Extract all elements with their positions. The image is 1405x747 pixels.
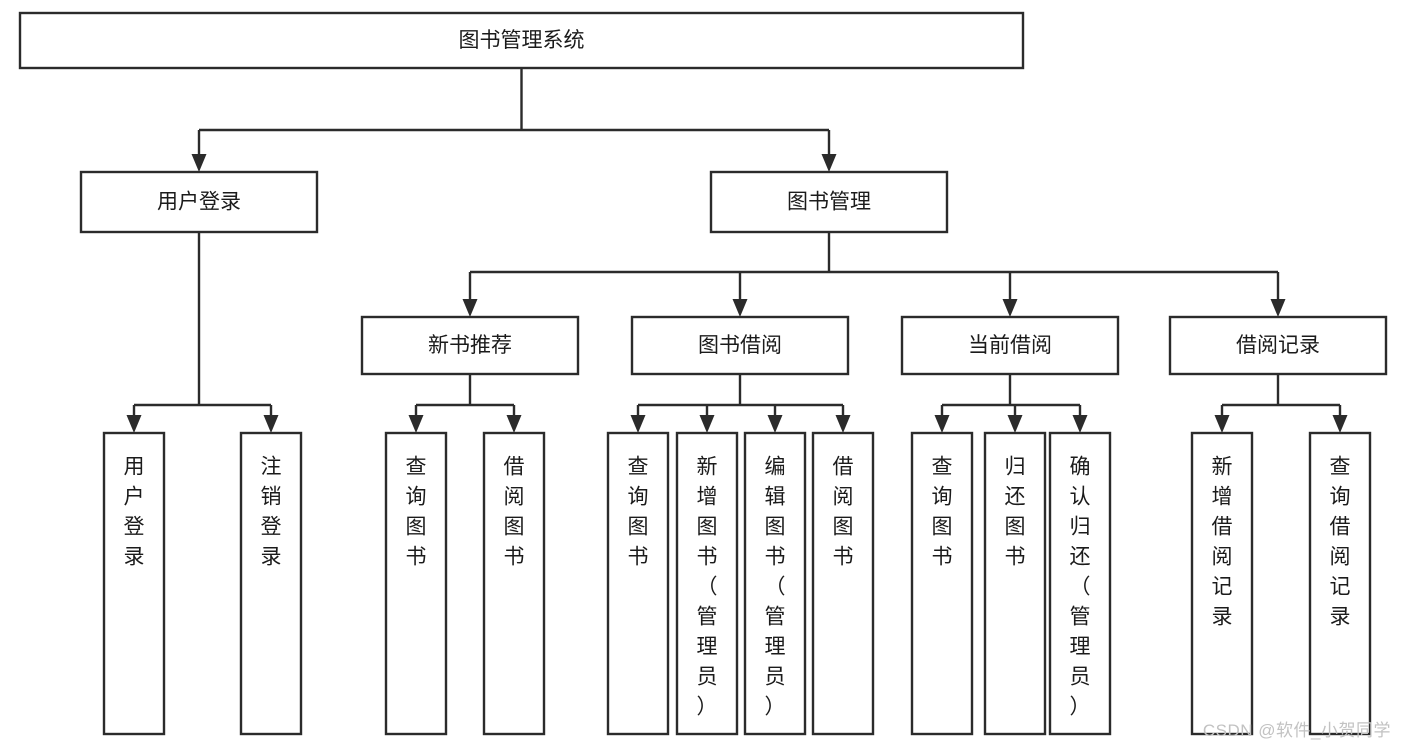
node-label-leaf-borrow-book: 借阅图书: [833, 456, 854, 569]
node-leaf-borrow-book-rec[interactable]: 借阅图书: [482, 431, 546, 736]
node-box-book-borrow: [630, 315, 850, 376]
node-box-leaf-user-login: [102, 431, 166, 736]
node-label-leaf-borrow-book-rec: 借阅图书: [504, 456, 525, 569]
arrow-head-leaf-edit-book-admin: [767, 415, 783, 433]
node-leaf-logout[interactable]: 注销登录: [239, 431, 303, 736]
node-box-book-management: [709, 170, 949, 234]
node-leaf-query-book-rec[interactable]: 查询图书: [384, 431, 448, 736]
arrow-head-leaf-confirm-return-admin: [1072, 415, 1088, 433]
node-box-leaf-edit-book-admin: [743, 431, 807, 736]
node-label-leaf-confirm-return-admin: 确认归还（管理员）: [1070, 456, 1091, 719]
node-leaf-edit-book-admin[interactable]: 编辑图书（管理员）: [743, 431, 807, 736]
node-label-leaf-logout: 注销登录: [261, 456, 282, 569]
node-label-leaf-add-book-admin: 新增图书（管理员）: [697, 456, 718, 719]
node-leaf-query-book-borrow[interactable]: 查询图书: [606, 431, 670, 736]
arrow-head-borrow-record: [1270, 299, 1286, 317]
node-box-leaf-add-book-admin: [675, 431, 739, 736]
nodes-layer: 图书管理系统用户登录图书管理新书推荐图书借阅当前借阅借阅记录用户登录注销登录查询…: [18, 11, 1388, 736]
node-box-leaf-query-book-rec: [384, 431, 448, 736]
arrow-head-leaf-borrow-book: [835, 415, 851, 433]
node-box-leaf-add-borrow-record: [1190, 431, 1254, 736]
node-label-leaf-edit-book-admin: 编辑图书（管理员）: [765, 456, 786, 719]
node-label-user-login: 用户登录: [157, 191, 241, 214]
arrow-head-leaf-query-book-cur: [934, 415, 950, 433]
node-label-leaf-query-book-rec: 查询图书: [406, 456, 427, 569]
node-label-leaf-user-login: 用户登录: [124, 456, 145, 569]
node-current-borrow[interactable]: 当前借阅: [900, 315, 1120, 376]
arrow-head-leaf-return-book: [1007, 415, 1023, 433]
node-box-leaf-query-borrow-record: [1308, 431, 1372, 736]
node-label-book-borrow: 图书借阅: [698, 334, 782, 357]
node-leaf-query-borrow-record[interactable]: 查询借阅记录: [1308, 431, 1372, 736]
node-leaf-borrow-book[interactable]: 借阅图书: [811, 431, 875, 736]
arrow-head-leaf-query-book-borrow: [630, 415, 646, 433]
node-new-book-recommend[interactable]: 新书推荐: [360, 315, 580, 376]
node-label-book-management: 图书管理: [787, 191, 871, 214]
node-box-leaf-borrow-book: [811, 431, 875, 736]
node-root[interactable]: 图书管理系统: [18, 11, 1025, 70]
node-borrow-record[interactable]: 借阅记录: [1168, 315, 1388, 376]
arrow-head-current-borrow: [1002, 299, 1018, 317]
arrow-head-leaf-logout: [263, 415, 279, 433]
node-box-leaf-query-book-borrow: [606, 431, 670, 736]
node-user-login[interactable]: 用户登录: [79, 170, 319, 234]
node-box-leaf-confirm-return-admin: [1048, 431, 1112, 736]
csdn-watermark: CSDN @软件_小贺同学: [1202, 721, 1391, 740]
node-label-leaf-return-book: 归还图书: [1005, 456, 1026, 569]
node-label-borrow-record: 借阅记录: [1236, 334, 1320, 357]
node-label-new-book-recommend: 新书推荐: [428, 334, 512, 357]
arrow-head-leaf-borrow-book-rec: [506, 415, 522, 433]
arrow-head-leaf-query-book-rec: [408, 415, 424, 433]
node-box-borrow-record: [1168, 315, 1388, 376]
arrow-head-new-book-recommend: [462, 299, 478, 317]
node-box-leaf-logout: [239, 431, 303, 736]
arrow-head-user-login: [191, 154, 207, 172]
node-box-leaf-borrow-book-rec: [482, 431, 546, 736]
node-label-leaf-query-book-borrow: 查询图书: [628, 456, 649, 569]
node-book-borrow[interactable]: 图书借阅: [630, 315, 850, 376]
node-label-leaf-query-book-cur: 查询图书: [932, 456, 953, 569]
node-leaf-add-book-admin[interactable]: 新增图书（管理员）: [675, 431, 739, 736]
node-leaf-return-book[interactable]: 归还图书: [983, 431, 1047, 736]
node-leaf-query-book-cur[interactable]: 查询图书: [910, 431, 974, 736]
node-label-leaf-query-borrow-record: 查询借阅记录: [1330, 456, 1351, 629]
node-book-management[interactable]: 图书管理: [709, 170, 949, 234]
arrow-head-book-management: [821, 154, 837, 172]
arrow-head-leaf-query-borrow-record: [1332, 415, 1348, 433]
node-box-root: [18, 11, 1025, 70]
node-leaf-add-borrow-record[interactable]: 新增借阅记录: [1190, 431, 1254, 736]
edges-layer: [126, 68, 1348, 433]
arrow-head-leaf-user-login: [126, 415, 142, 433]
arrow-head-leaf-add-book-admin: [699, 415, 715, 433]
node-leaf-confirm-return-admin[interactable]: 确认归还（管理员）: [1048, 431, 1112, 736]
node-box-new-book-recommend: [360, 315, 580, 376]
node-label-leaf-add-borrow-record: 新增借阅记录: [1212, 456, 1233, 629]
node-box-current-borrow: [900, 315, 1120, 376]
arrow-head-leaf-add-borrow-record: [1214, 415, 1230, 433]
node-leaf-user-login[interactable]: 用户登录: [102, 431, 166, 736]
node-label-root: 图书管理系统: [459, 29, 585, 52]
arrow-head-book-borrow: [732, 299, 748, 317]
node-label-current-borrow: 当前借阅: [968, 334, 1052, 357]
node-box-leaf-return-book: [983, 431, 1047, 736]
node-box-user-login: [79, 170, 319, 234]
node-box-leaf-query-book-cur: [910, 431, 974, 736]
